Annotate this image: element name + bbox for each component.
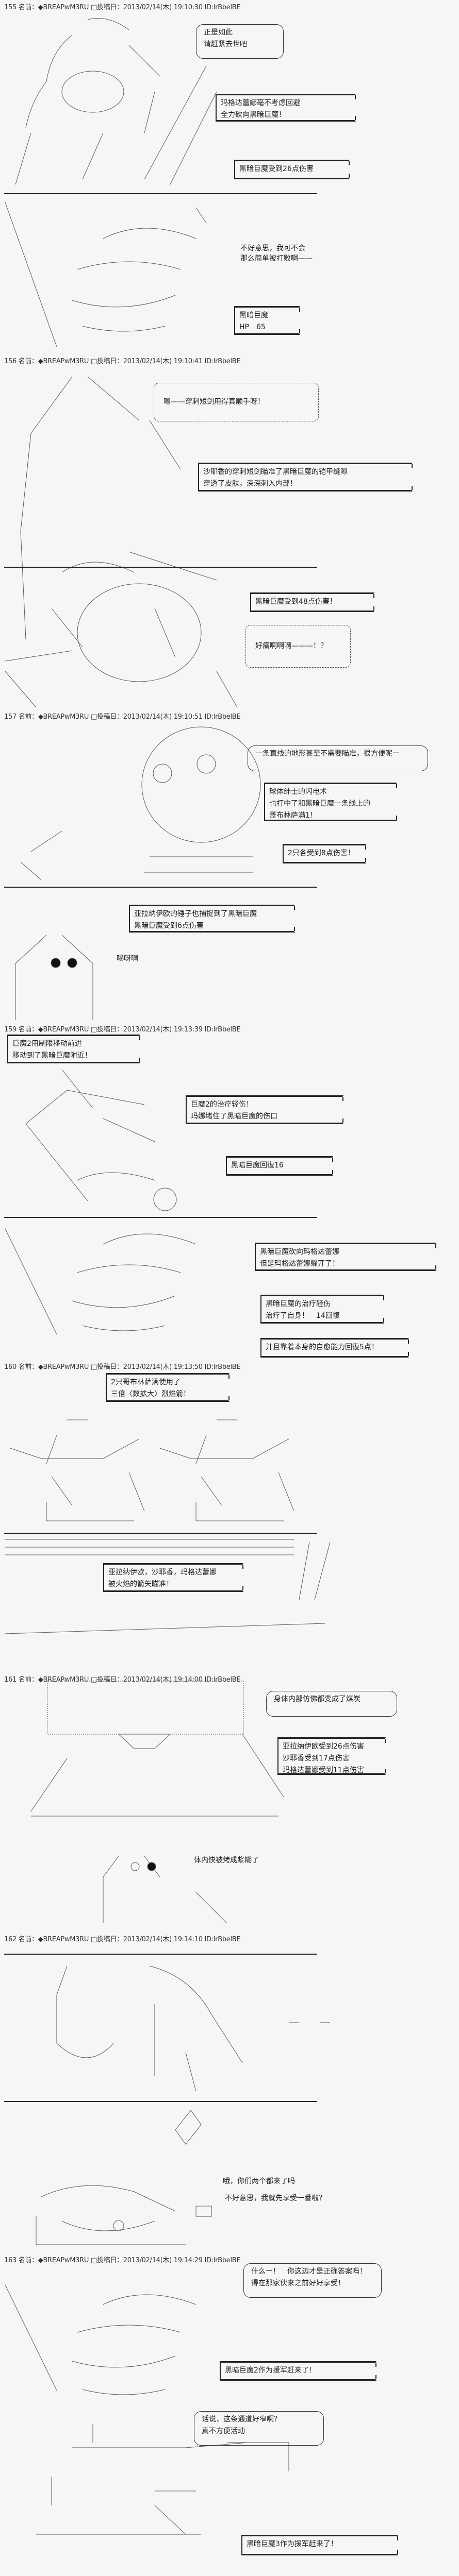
damage-box: 亚拉纳伊欧受到26点伤害 沙耶香受到17点伤害 玛格达蕾娜受到11点伤害	[277, 1737, 386, 1775]
post-header: 160 名前：◆BREAPwM3RU □投稿日：2013/02/14(木) 19…	[4, 1363, 241, 1371]
narration-box: 玛格达蕾娜毫不考虑回避 全力砍向黑暗巨魔！	[216, 94, 356, 122]
narration-box: 黑暗巨魔2作为援军赶来了！	[220, 2361, 376, 2381]
divider	[4, 1217, 317, 1218]
dialogue-text: 不好意思，我可不会 那么简单被打败啊——	[240, 244, 313, 263]
divider	[4, 1533, 317, 1534]
hp-box: 黑暗巨魔 HP 65	[234, 306, 300, 335]
ascii-art-sphere	[20, 726, 261, 880]
ascii-art-flame-arrows	[5, 1539, 331, 1634]
divider	[4, 1954, 317, 1955]
post-header: 157 名前：◆BREAPwM3RU □投稿日：2013/02/14(木) 19…	[4, 713, 241, 721]
ascii-art-troll3	[36, 2110, 212, 2245]
damage-box: 黑暗巨魔受到48点伤害！	[250, 592, 374, 612]
divider	[4, 2101, 317, 2102]
damage-box: 2只各受到8点伤害！	[283, 844, 366, 863]
ascii-art-troll-hurt	[5, 583, 238, 708]
speech-bubble: 话说，这条通道好窄啊？ 真不方便活动	[194, 2411, 324, 2446]
ascii-art-character-eyes	[15, 935, 93, 1020]
ascii-art-troll	[5, 202, 207, 347]
shout-bubble: 好痛啊啊啊———！？	[245, 625, 351, 668]
narration-box: 黑暗巨魔砍向玛格达蕾娜 但是玛格达蕾娜躲开了！	[255, 1243, 436, 1271]
post-header: 155 名前：◆BREAPwM3RU □投稿日：2013/02/14(木) 19…	[4, 4, 241, 11]
heal-box: 黑暗巨魔的治疗轻伤 治疗了自身！ 14回復	[260, 1295, 384, 1324]
ascii-art-character	[20, 376, 217, 658]
heal-box: 黑暗巨魔回復16	[226, 1156, 333, 1176]
speech-bubble: 身体内部仿佛都变成了煤炭	[266, 1691, 397, 1717]
ascii-art-character	[15, 18, 217, 185]
divider	[4, 887, 317, 888]
ascii-art-trolls	[5, 2284, 289, 2535]
post-header: 162 名前：◆BREAPwM3RU □投稿日：2013/02/14(木) 19…	[4, 1936, 241, 1943]
dialogue-text: 体内快被烤成浆糊了	[194, 1856, 259, 1865]
narration-box: 黑暗巨魔3作为援军赶来了！	[241, 2535, 398, 2555]
narration-box: 巨魔2用制限移动前进 移动到了黑暗巨魔附近！	[7, 1035, 140, 1063]
post-header: 156 名前：◆BREAPwM3RU □投稿日：2013/02/14(木) 19…	[4, 358, 241, 365]
ascii-art-creature	[56, 1965, 330, 2092]
speech-bubble: 正是如此 请赶紧去世吧	[196, 24, 284, 59]
post-header: 159 名前：◆BREAPwM3RU □投稿日：2013/02/14(木) 19…	[4, 1026, 241, 1033]
ascii-art-burning	[30, 1681, 284, 1924]
narration-box: 巨魔2的治疗轻伤！ 玛娜堵住了黑暗巨魔的伤口	[186, 1095, 343, 1124]
narration-box: 2只哥布林萨满使用了 三倍〈数拡大〉烈焰箭！	[106, 1373, 230, 1402]
narration-box: 沙耶香的穿刺短剑瞄准了黑暗巨魔的铠甲缝隙 穿透了皮肤，深深刺入内部！	[198, 463, 413, 492]
dialogue-text: 喝呀啊	[117, 955, 138, 963]
narration-box: 亚拉纳伊欧，沙耶香，玛格达蕾娜 被火焰的箭矢瞄准！	[103, 1563, 243, 1592]
divider	[4, 193, 317, 194]
narration-box: 亚拉纳伊欧的锤子也捕捉到了黑暗巨魔 黑暗巨魔受到6点伤害	[129, 905, 295, 933]
post-header: 161 名前：◆BREAPwM3RU □投稿日：2013/02/14(木) 19…	[4, 1676, 241, 1684]
ascii-art-troll2	[25, 1069, 177, 1211]
post-header: 163 名前：◆BREAPwM3RU □投稿日：2013/02/14(木) 19…	[4, 2257, 241, 2264]
dialogue-text: 哦，你们两个都来了吗	[223, 2177, 295, 2185]
shout-bubble: 嗯——穿刺短剑用得真顺手呀！	[154, 383, 319, 421]
narration-box: 球体绅士的闪电术 也打中了和黑暗巨魔一条线上的 哥布林萨满1！	[264, 783, 397, 821]
ascii-art-troll	[5, 1228, 196, 1335]
ascii-art-goblin-shamans	[10, 1419, 294, 1521]
heal-box: 并且靠着本身的自愈能力回復5点！	[260, 1338, 409, 1358]
divider	[4, 567, 317, 568]
dialogue-text: 不好意思，我就先享受一番啦？	[225, 2194, 326, 2202]
speech-bubble: 什么ー！ 你这边才是正确答案吗！ 得在那家伙来之前好好享受！	[243, 2263, 382, 2298]
damage-box: 黑暗巨魔受到26点伤害	[234, 160, 350, 179]
speech-bubble: 一条直线的地形甚至不需要瞄准，很方便呢ー	[248, 745, 428, 771]
